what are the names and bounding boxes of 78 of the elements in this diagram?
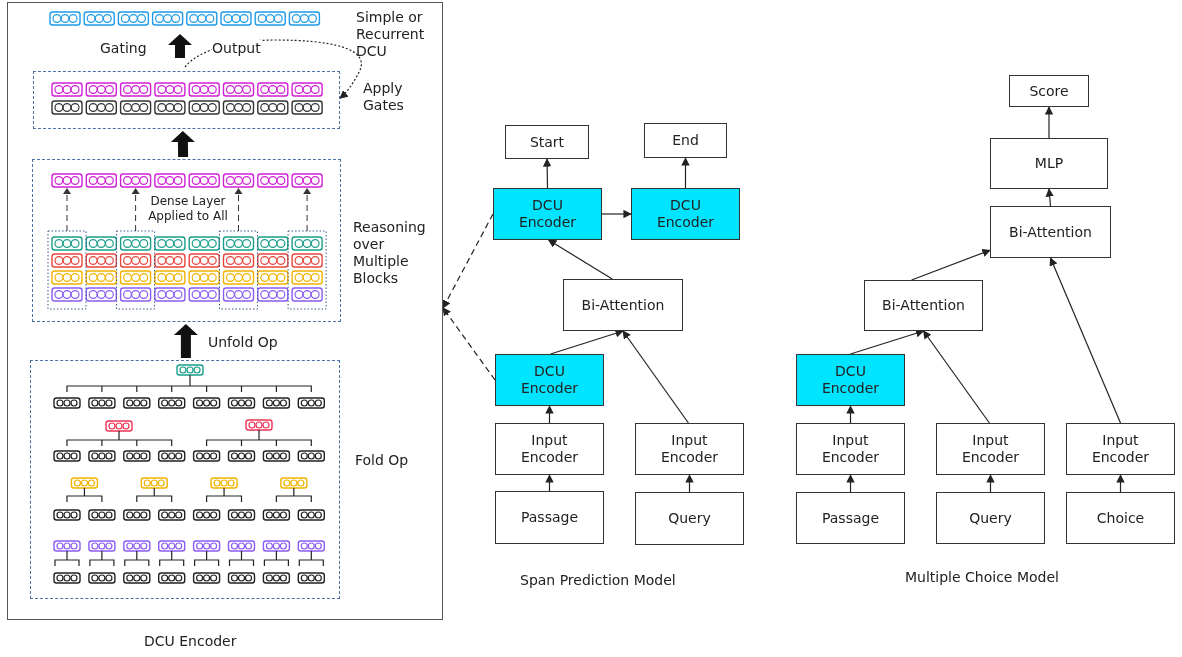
arrow: [911, 248, 991, 281]
arrow: [1045, 188, 1054, 207]
side-label: Apply Gates: [363, 80, 405, 114]
process-box: [1066, 492, 1175, 544]
process-box: [495, 491, 604, 544]
arrow: [1049, 257, 1122, 424]
process-box: [990, 206, 1111, 258]
process-box: [936, 492, 1045, 544]
box-label: DCU Encoder: [655, 197, 716, 231]
text-label: Multiple Choice Model: [905, 569, 1059, 586]
box-label: Query: [969, 509, 1012, 527]
process-box: [635, 423, 744, 475]
box-label: Query: [668, 510, 711, 527]
box-label: Input Encoder: [519, 432, 580, 466]
box-label: Input Encoder: [820, 432, 881, 466]
dashed-arrow: [442, 307, 496, 381]
arrow: [545, 474, 554, 492]
arrow: [622, 330, 689, 424]
box-label: Passage: [821, 509, 880, 527]
text-label: Unfold Op: [208, 334, 278, 351]
arrow: [542, 158, 552, 189]
text-label: Output: [212, 40, 261, 57]
box-label: End: [672, 132, 699, 149]
process-box: [505, 125, 589, 159]
process-box: [1066, 423, 1175, 475]
arrow: [681, 157, 690, 189]
dashed-region: [32, 159, 341, 322]
arrow: [685, 474, 694, 493]
process-box: [493, 188, 602, 240]
panel-caption: DCU Encoder: [144, 633, 237, 650]
arrow: [846, 474, 855, 493]
box-label: Choice: [1096, 509, 1145, 527]
box-label: MLP: [1034, 155, 1064, 172]
process-box: [936, 423, 1045, 475]
dashed-arrow: [442, 213, 494, 309]
dashed-region: [30, 360, 340, 599]
text-label: Span Prediction Model: [520, 572, 676, 589]
box-label: Input Encoder: [1090, 432, 1151, 466]
box-label: Input Encoder: [960, 432, 1021, 466]
arrow: [846, 405, 855, 424]
box-label: DCU Encoder: [820, 363, 881, 397]
process-box: [631, 188, 740, 240]
process-box: [796, 423, 905, 475]
box-label: Passage: [520, 509, 579, 526]
process-box: [796, 492, 905, 544]
process-box: [563, 279, 683, 331]
block-arrow: [170, 131, 195, 158]
text-label: Gating: [100, 40, 147, 57]
process-box: [644, 123, 727, 158]
box-label: DCU Encoder: [519, 363, 580, 397]
process-box: [635, 492, 744, 545]
process-box: [990, 138, 1108, 189]
process-box: [864, 280, 983, 331]
arrow: [1044, 106, 1054, 139]
arrow: [550, 329, 624, 355]
process-box: [495, 423, 604, 475]
process-box: [1009, 75, 1089, 107]
arrow: [986, 474, 995, 493]
side-label: Fold Op: [355, 452, 410, 469]
box-label: Input Encoder: [659, 432, 720, 466]
arrow: [849, 329, 925, 355]
arrow: [922, 330, 990, 424]
side-label: Reasoning over Multiple Blocks: [353, 219, 427, 287]
box-label: Bi-Attention: [882, 297, 965, 314]
box-label: Start: [529, 133, 565, 151]
arrow: [1116, 474, 1125, 493]
dashed-region: [33, 71, 340, 129]
arrow: [601, 209, 632, 219]
arrow: [547, 239, 613, 280]
process-box: [495, 354, 604, 406]
process-box: [796, 354, 905, 406]
box-label: Bi-Attention: [581, 296, 665, 314]
text-label: Simple or Recurrent DCU: [356, 9, 426, 60]
box-label: Bi-Attention: [1009, 223, 1092, 241]
box-label: Score: [1029, 82, 1069, 100]
arrow: [545, 405, 554, 424]
block-arrow: [173, 324, 198, 358]
box-label: DCU Encoder: [517, 197, 578, 231]
